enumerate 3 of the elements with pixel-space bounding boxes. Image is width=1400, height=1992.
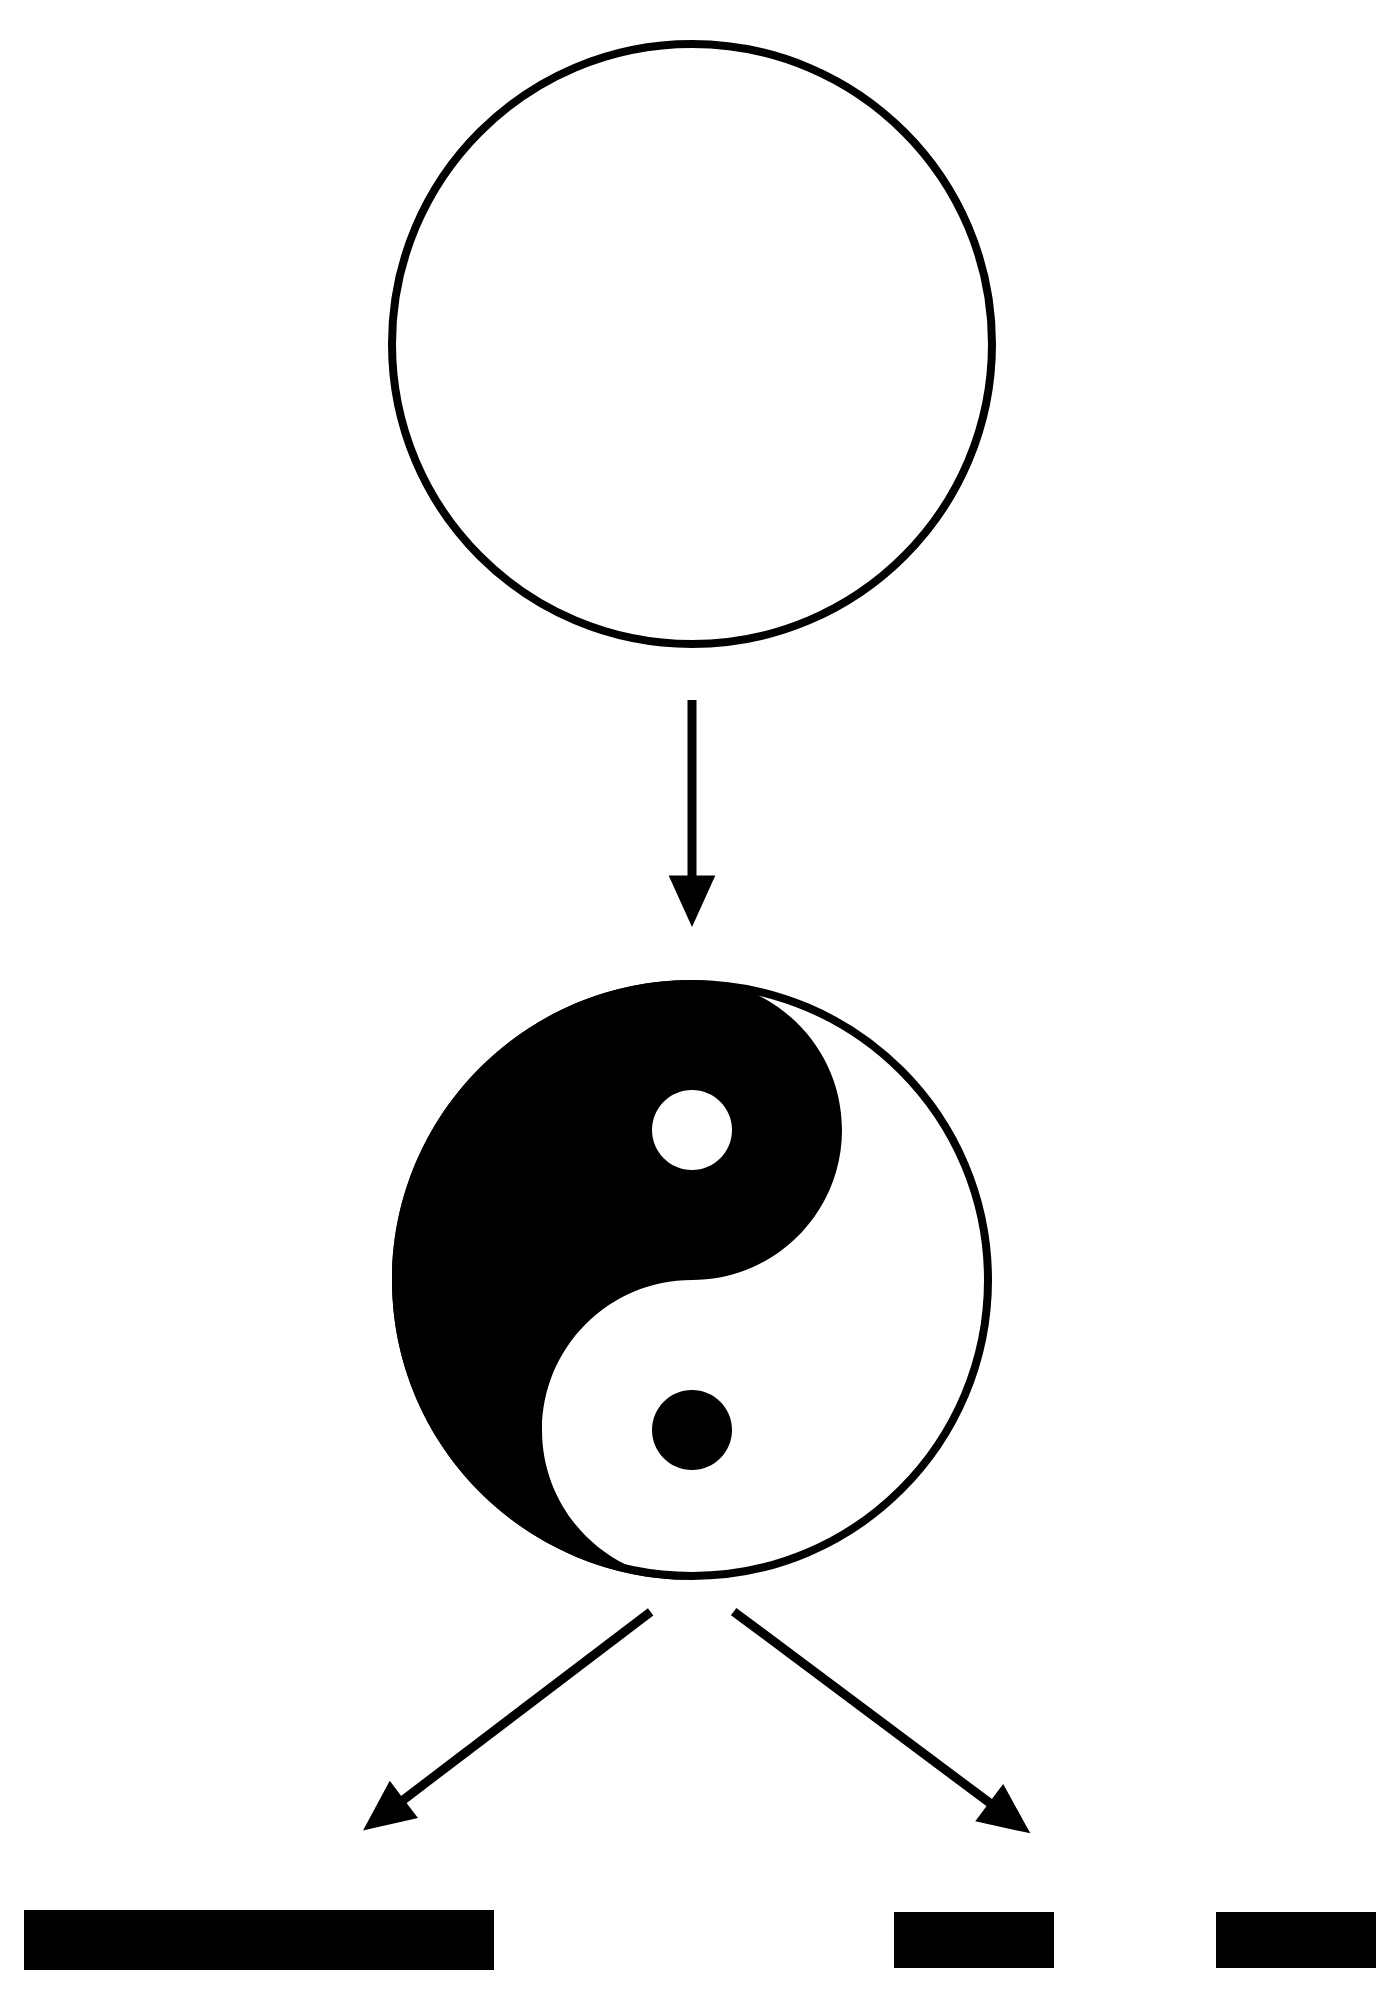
yin-yang-drawing bbox=[392, 980, 992, 1580]
broken-line bbox=[894, 1912, 1376, 1968]
circle bbox=[388, 40, 996, 648]
